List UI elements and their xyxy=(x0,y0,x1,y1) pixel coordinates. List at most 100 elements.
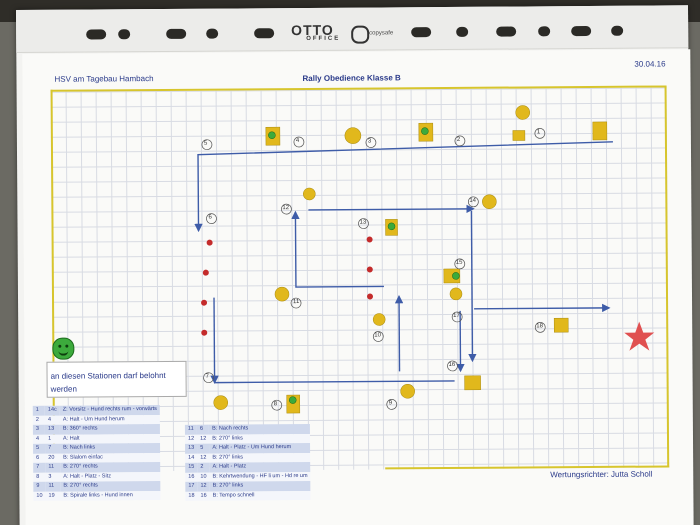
station-circle xyxy=(281,203,292,215)
legend-cell-text: B: Tempo schnell xyxy=(209,490,311,501)
station-sign xyxy=(515,105,530,120)
legend-cell-sign: 12 xyxy=(197,481,210,492)
reward-marker xyxy=(387,222,396,231)
legend-cell-nr: 6 xyxy=(33,453,46,463)
legend-cell-nr: 14 xyxy=(185,453,198,463)
station-circle xyxy=(454,135,466,147)
reward-marker xyxy=(421,127,429,135)
station-number: 8 xyxy=(273,401,278,408)
legend-cell-text: B: Kehrtwendung - HF li um - Hd re um xyxy=(209,471,311,482)
cone-marker xyxy=(201,329,208,336)
station-number: 17 xyxy=(453,312,460,319)
station-circle xyxy=(451,311,463,323)
legend-cell-text: Z: Vorsitz - Hund rechts rum - vorwärts xyxy=(59,405,160,416)
station-sign xyxy=(344,127,362,144)
station-sign xyxy=(213,395,228,410)
punch-hole xyxy=(611,25,624,36)
station-circle xyxy=(206,213,217,224)
station-number: 6 xyxy=(208,214,212,221)
station-number: 7 xyxy=(205,373,209,380)
station-number: 13 xyxy=(359,219,367,226)
legend-cell-sign: 12 xyxy=(197,453,210,463)
station-sign xyxy=(512,130,526,141)
route-segment xyxy=(210,297,219,385)
punch-hole xyxy=(571,25,592,37)
station-circle xyxy=(447,360,458,372)
station-number: 10 xyxy=(374,332,381,339)
station-circle xyxy=(203,372,214,384)
reward-note: an diesen Stationen darf belohnt werden xyxy=(50,370,166,394)
route-segment xyxy=(308,204,475,214)
legend-cell-sign: 19 xyxy=(45,491,61,501)
legend-cell-text: B: Spirale links - Hund innen xyxy=(60,490,161,501)
legend-cell-nr: 12 xyxy=(184,434,198,444)
legend-cell-nr: 5 xyxy=(33,443,46,454)
punch-hole xyxy=(166,28,187,39)
station-circle xyxy=(201,139,213,151)
station-circle xyxy=(386,399,398,410)
station-circle xyxy=(365,137,377,148)
legend-cell-nr: 4 xyxy=(32,434,46,444)
finish-star xyxy=(624,321,655,351)
legend-cell-nr: 1 xyxy=(32,405,45,416)
station-number: 3 xyxy=(367,138,372,145)
station-sign xyxy=(553,317,569,333)
cone-marker xyxy=(201,299,208,306)
cone-marker xyxy=(367,293,374,300)
station-number: 14 xyxy=(469,197,477,204)
station-circle xyxy=(271,399,283,411)
legend-cell-nr: 10 xyxy=(33,491,46,501)
punch-hole xyxy=(411,27,432,38)
route-segment xyxy=(194,141,613,233)
legend-cell-sign: 20 xyxy=(45,453,61,463)
punch-hole xyxy=(254,28,275,39)
punch-hole xyxy=(86,29,107,40)
station-sign xyxy=(303,187,316,201)
cone-marker xyxy=(366,236,373,243)
station-circle xyxy=(534,127,546,139)
station-number: 15 xyxy=(455,259,463,266)
legend-cell-sign: 4 xyxy=(44,415,60,425)
punch-hole xyxy=(496,26,517,37)
station-circle xyxy=(290,297,302,309)
station-circle xyxy=(534,321,546,333)
course-path xyxy=(194,105,655,414)
station-number: 11 xyxy=(293,299,300,306)
route-segment xyxy=(474,303,611,313)
legend-cell-sign: 11 xyxy=(45,481,61,492)
legend-cell-sign: 7 xyxy=(45,443,61,454)
plastic-sleeve: OTTO OFFICE copysafe HSV am Tagebau Hamb… xyxy=(16,5,694,525)
station-sign xyxy=(449,287,463,301)
legend-cell-nr: 8 xyxy=(33,472,46,482)
route-segment xyxy=(468,210,477,363)
legend-cell-nr: 13 xyxy=(185,443,198,454)
route-segment xyxy=(394,294,404,372)
smiley-icon xyxy=(52,337,75,360)
legend-cell-sign: 1 xyxy=(45,434,61,444)
station-circle xyxy=(372,331,384,342)
station-number: 12 xyxy=(282,205,290,212)
brand-sub: OFFICE xyxy=(306,35,341,42)
punch-hole xyxy=(118,29,131,40)
legend-cell-nr: 2 xyxy=(32,415,46,425)
legend-cell-nr: 3 xyxy=(32,424,46,435)
course-sheet: HSV am Tagebau Hambach Rally Obedience K… xyxy=(22,49,694,525)
cone-marker xyxy=(206,239,213,246)
reward-marker xyxy=(268,131,276,139)
station-circles xyxy=(201,127,546,411)
judge-name: Wertungsrichter: Jutta Scholl xyxy=(550,469,653,480)
station-signs xyxy=(213,105,608,414)
reward-markers xyxy=(268,127,460,404)
legend-cell-nr: 15 xyxy=(185,462,198,473)
legend-cell-sign: 16 xyxy=(197,491,210,501)
legend-cell-sign: 13 xyxy=(45,424,60,435)
legend-cell-sign: 12 xyxy=(197,434,210,444)
legend-cell-sign: 5 xyxy=(197,443,210,454)
station-circle xyxy=(468,196,479,208)
legend-cell-sign: 2 xyxy=(197,462,210,473)
legend-cell-nr: 9 xyxy=(33,481,46,492)
station-number: 9 xyxy=(388,400,393,407)
